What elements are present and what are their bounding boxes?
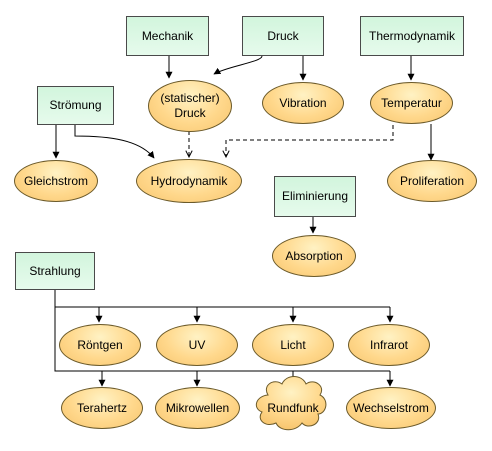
node-licht[interactable]: Licht <box>252 324 334 366</box>
node-vibration-label: Vibration <box>279 95 327 110</box>
node-absorption[interactable]: Absorption <box>272 235 356 277</box>
node-proliferation[interactable]: Proliferation <box>387 160 477 202</box>
edge-druck-statischer-druck <box>213 55 263 75</box>
node-licht-label: Licht <box>280 337 306 352</box>
node-mikrowellen-label: Mikrowellen <box>165 400 230 415</box>
node-strahlung[interactable]: Strahlung <box>15 252 95 290</box>
node-statischer-druck[interactable]: (statischer) Druck <box>148 80 232 132</box>
node-rundfunk[interactable]: Rundfunk <box>258 393 328 423</box>
node-terahertz[interactable]: Terahertz <box>61 387 143 429</box>
node-gleichstrom-label: Gleichstrom <box>23 173 88 188</box>
node-vibration[interactable]: Vibration <box>262 82 344 124</box>
node-proliferation-label: Proliferation <box>399 173 465 188</box>
node-infrarot[interactable]: Infrarot <box>348 324 430 366</box>
node-wechselstrom-label: Wechselstrom <box>353 400 429 415</box>
node-mechanik-label: Mechanik <box>141 28 194 43</box>
node-statischer-druck-line1: (statischer) <box>160 91 220 105</box>
node-roentgen[interactable]: Röntgen <box>59 324 141 366</box>
node-roentgen-label: Röntgen <box>77 337 123 352</box>
node-druck-label: Druck <box>267 28 299 43</box>
node-gleichstrom[interactable]: Gleichstrom <box>14 160 98 202</box>
node-temperatur-label: Temperatur <box>381 95 442 110</box>
node-rundfunk-label: Rundfunk <box>267 401 319 415</box>
node-uv[interactable]: UV <box>156 324 238 366</box>
node-uv-label: UV <box>188 337 206 352</box>
node-absorption-label: Absorption <box>285 248 343 263</box>
node-eliminierung[interactable]: Eliminierung <box>274 176 356 217</box>
node-mechanik[interactable]: Mechanik <box>126 16 209 56</box>
node-terahertz-label: Terahertz <box>76 400 128 415</box>
node-hydrodynamik[interactable]: Hydrodynamik <box>136 159 242 203</box>
edge-temperatur-hydrodynamik <box>226 125 394 157</box>
node-statischer-druck-line2: Druck <box>174 106 206 120</box>
node-wechselstrom[interactable]: Wechselstrom <box>346 387 436 429</box>
node-eliminierung-label: Eliminierung <box>281 189 349 203</box>
node-temperatur[interactable]: Temperatur <box>370 82 453 124</box>
node-druck[interactable]: Druck <box>242 16 324 56</box>
edge-stroemung-hydrodynamik <box>74 125 155 159</box>
rundfunk-cloud-shape <box>255 376 327 431</box>
node-stroemung-label: Strömung <box>49 98 102 112</box>
node-hydrodynamik-label: Hydrodynamik <box>150 173 228 188</box>
node-mikrowellen[interactable]: Mikrowellen <box>155 387 240 429</box>
node-strahlung-label: Strahlung <box>29 263 81 278</box>
node-infrarot-label: Infrarot <box>369 337 408 352</box>
edge-strahlung-trunk <box>54 290 390 372</box>
node-stroemung[interactable]: Strömung <box>37 86 114 125</box>
node-thermodynamik[interactable]: Thermodynamik <box>360 16 464 56</box>
node-thermodynamik-label: Thermodynamik <box>368 28 456 43</box>
